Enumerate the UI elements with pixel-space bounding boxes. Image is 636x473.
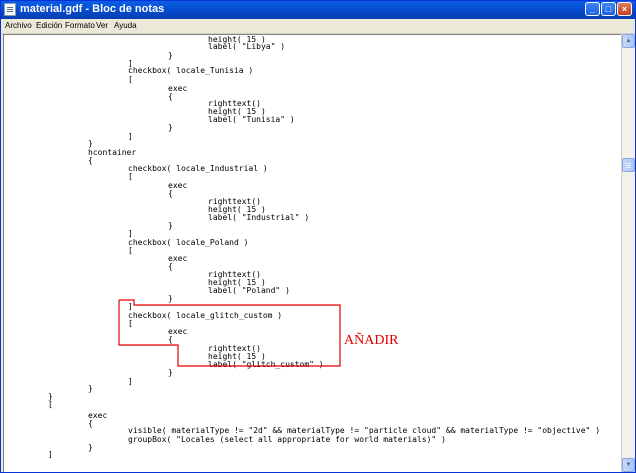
code-line: }: [48, 392, 53, 401]
notepad-icon: [4, 3, 16, 16]
scroll-thumb[interactable]: [622, 158, 635, 172]
code-line: groupBox( "Locales (select all appropria…: [128, 435, 446, 444]
code-line: ]: [128, 229, 133, 238]
code-line: }: [168, 123, 173, 132]
code-line: label( "Poland" ): [208, 286, 290, 295]
code-line: label( "Tunisia" ): [208, 115, 295, 124]
code-line: ]: [48, 450, 53, 459]
menu-archivo[interactable]: Archivo: [5, 21, 32, 30]
code-line: label( "Industrial" ): [208, 213, 310, 222]
menu-ayuda[interactable]: Ayuda: [114, 21, 137, 30]
code-line: {: [88, 419, 93, 428]
code-line: ]: [128, 377, 133, 386]
annotation-label: AÑADIR: [344, 333, 399, 348]
code-line: }: [88, 443, 93, 452]
code-line: righttext(): [208, 197, 261, 206]
minimize-button[interactable]: _: [585, 2, 600, 16]
code-line: height( 15 ): [208, 205, 266, 214]
code-line: righttext(): [208, 99, 261, 108]
code-line: label( "glitch_custom" ): [208, 360, 324, 369]
code-line: [: [48, 400, 53, 409]
code-line: }: [88, 384, 93, 393]
maximize-button[interactable]: □: [601, 2, 616, 16]
code-line: checkbox( locale_Poland ): [128, 238, 249, 247]
code-line: }: [168, 51, 173, 60]
code-line: exec: [88, 411, 108, 420]
scroll-down-button[interactable]: ▼: [622, 458, 635, 472]
code-line: ]: [128, 302, 133, 311]
close-button[interactable]: ×: [617, 2, 632, 16]
code-line: checkbox( locale_Tunisia ): [128, 66, 254, 75]
code-line: {: [168, 189, 173, 198]
code-line: righttext(): [208, 270, 261, 279]
code-line: }: [168, 221, 173, 230]
code-line: {: [168, 335, 173, 344]
code-line: visible( materialType != "2d" && materia…: [128, 426, 601, 435]
code-line: [: [128, 172, 133, 181]
text-editor[interactable]: height( 15 )label( "Libya" )}]checkbox( …: [3, 34, 621, 472]
code-line: height( 15 ): [208, 107, 266, 116]
vertical-scrollbar[interactable]: ▲ ▼: [621, 34, 635, 472]
code-line: exec: [168, 181, 188, 190]
code-line: checkbox( locale_glitch_custom ): [128, 311, 283, 320]
menu-ver[interactable]: Ver: [96, 21, 109, 30]
window-title: material.gdf - Bloc de notas: [20, 3, 165, 15]
code-line: {: [88, 156, 93, 165]
code-line: exec: [168, 254, 188, 263]
code-line: ]: [128, 59, 133, 68]
code-line: [: [128, 319, 133, 328]
code-line: ]: [128, 132, 133, 141]
menu-bar: Archivo Edición Formato Ver Ayuda: [1, 19, 635, 34]
code-line: }: [168, 368, 173, 377]
code-line: hcontainer: [88, 148, 137, 157]
scroll-up-button[interactable]: ▲: [622, 34, 635, 48]
code-line: exec: [168, 84, 188, 93]
menu-edicion[interactable]: Edición: [36, 21, 63, 30]
code-line: {: [168, 92, 173, 101]
code-line: [: [128, 75, 133, 84]
title-bar[interactable]: material.gdf - Bloc de notas _ □ ×: [1, 1, 635, 19]
code-line: height( 15 ): [208, 278, 266, 287]
code-line: }: [88, 139, 93, 148]
menu-formato[interactable]: Formato: [65, 21, 95, 30]
code-line: [: [128, 246, 133, 255]
code-line: height( 15 ): [208, 35, 266, 44]
code-line: checkbox( locale_Industrial ): [128, 164, 268, 173]
code-line: }: [168, 294, 173, 303]
code-line: label( "Libya" ): [208, 42, 286, 51]
code-line: {: [168, 262, 173, 271]
